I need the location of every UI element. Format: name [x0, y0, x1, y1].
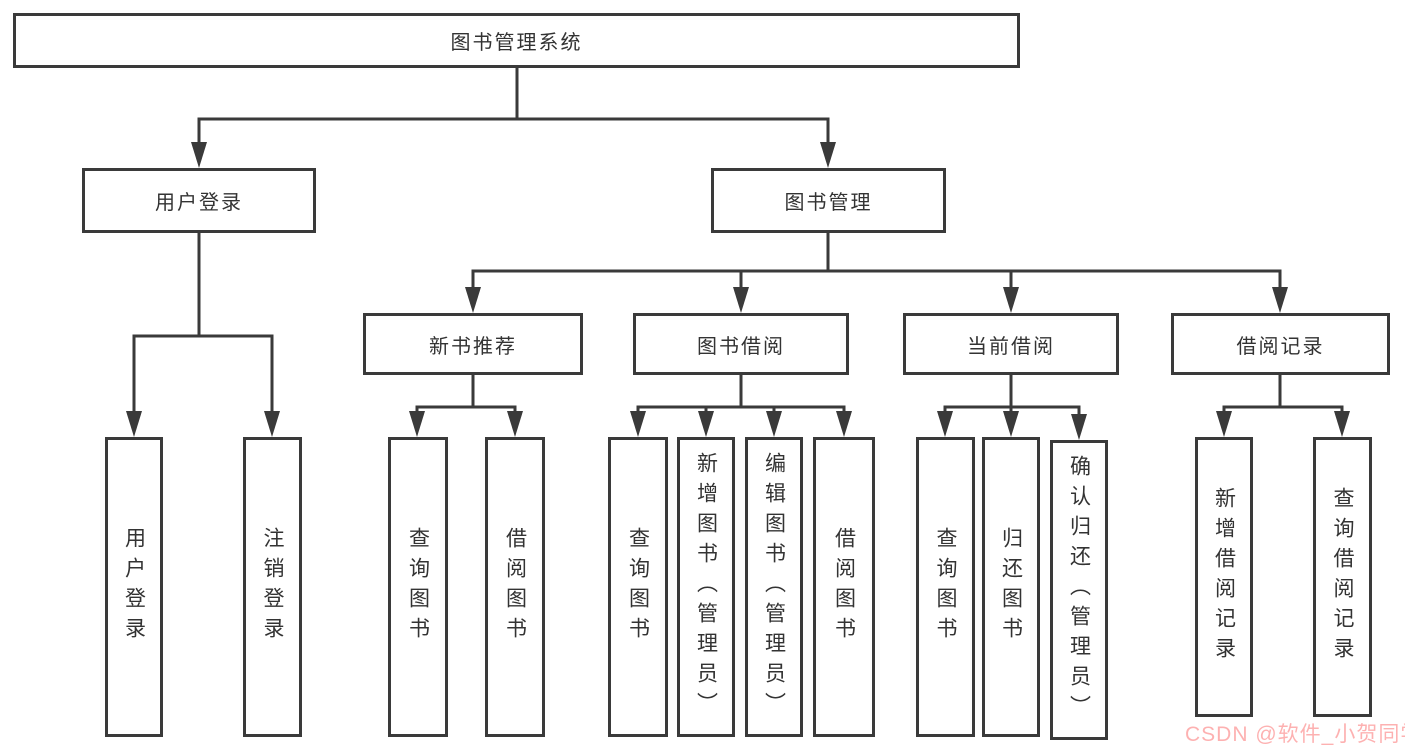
leaf-user-login: 用户登录 — [105, 437, 163, 737]
leaf-query-books-current: 查询图书 — [916, 437, 975, 737]
node-system-root: 图书管理系统 — [13, 13, 1020, 68]
leaf-add-borrow-record: 新增借阅记录 — [1195, 437, 1253, 717]
node-book-management: 图书管理 — [711, 168, 946, 233]
leaf-query-borrow-record: 查询借阅记录 — [1313, 437, 1372, 717]
leaf-borrow-books: 借阅图书 — [813, 437, 875, 737]
leaf-return-books: 归还图书 — [982, 437, 1040, 737]
csdn-watermark: CSDN @软件_小贺同学 — [1185, 723, 1405, 746]
node-user-login: 用户登录 — [82, 168, 316, 233]
leaf-logout: 注销登录 — [243, 437, 302, 737]
node-book-borrow: 图书借阅 — [633, 313, 849, 375]
leaf-borrow-books-recommend: 借阅图书 — [485, 437, 545, 737]
leaf-confirm-return-admin: 确认归还（管理员） — [1050, 440, 1108, 740]
node-new-book-recommend: 新书推荐 — [363, 313, 583, 375]
leaf-query-books-recommend: 查询图书 — [388, 437, 448, 737]
node-current-borrow: 当前借阅 — [903, 313, 1119, 375]
leaf-edit-books-admin: 编辑图书（管理员） — [745, 437, 803, 737]
leaf-add-books-admin: 新增图书（管理员） — [677, 437, 735, 737]
leaf-query-books-borrow: 查询图书 — [608, 437, 668, 737]
node-borrow-records: 借阅记录 — [1171, 313, 1390, 375]
